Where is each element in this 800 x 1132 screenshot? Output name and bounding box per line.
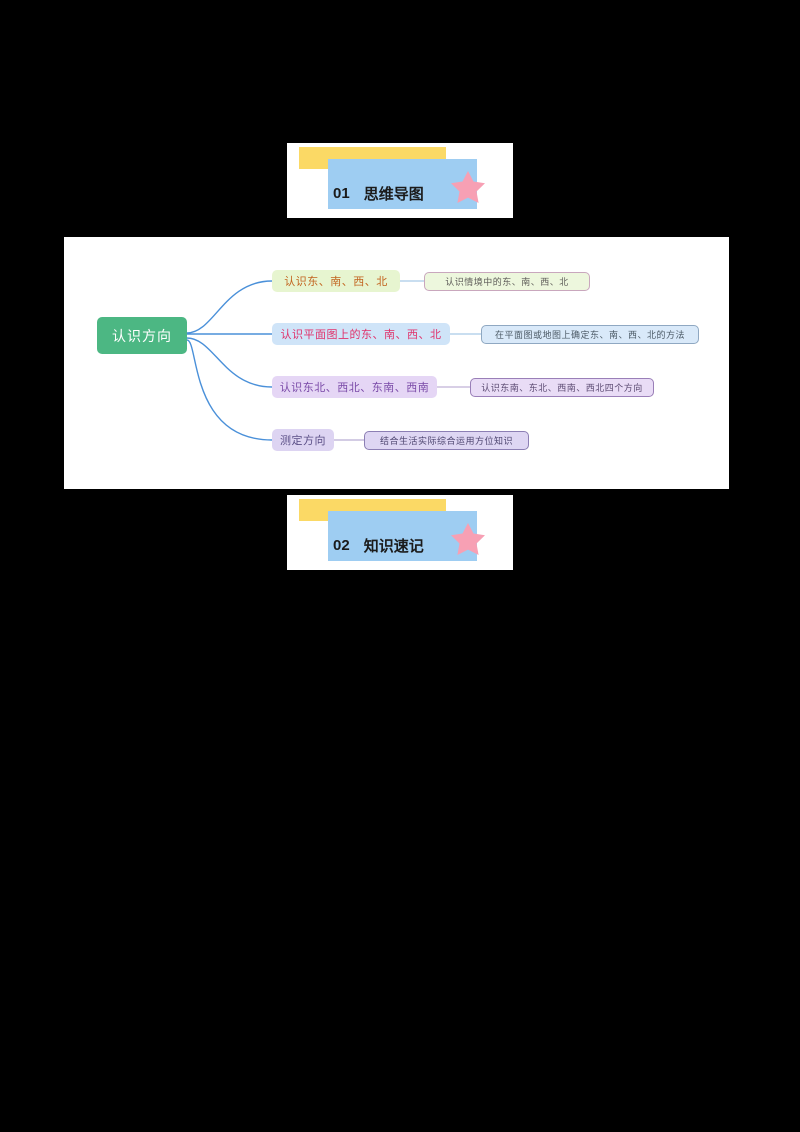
section-banner-02: 02 知识速记 [287,495,513,570]
section-heading-01: 01 思维导图 [333,179,483,207]
mindmap-root-node[interactable]: 认识方向 [97,317,187,354]
mindmap-branch-node-3[interactable]: 认识东北、西北、东南、西南 [272,376,437,398]
mindmap-detail-node-2[interactable]: 在平面图或地图上确定东、南、西、北的方法 [481,325,699,344]
star-icon [451,171,485,203]
section-number: 02 [333,536,350,554]
mindmap-detail-node-4[interactable]: 结合生活实际综合运用方位知识 [364,431,529,450]
mindmap-branch-node-1[interactable]: 认识东、南、西、北 [272,270,400,292]
mindmap-detail-node-1[interactable]: 认识情境中的东、南、西、北 [424,272,590,291]
mindmap-branch-node-4[interactable]: 测定方向 [272,429,334,451]
section-title: 知识速记 [363,536,424,555]
mindmap-panel: 认识方向 认识东、南、西、北 认识情境中的东、南、西、北 认识平面图上的东、南、… [64,237,729,489]
section-number: 01 [333,184,350,202]
star-icon [451,523,485,555]
mindmap-connectors [186,280,481,441]
mindmap-branch-node-2[interactable]: 认识平面图上的东、南、西、北 [272,323,450,345]
section-title: 思维导图 [363,184,424,203]
mindmap-detail-node-3[interactable]: 认识东南、东北、西南、西北四个方向 [470,378,654,397]
section-banner-01: 01 思维导图 [287,143,513,218]
section-heading-02: 02 知识速记 [333,531,483,559]
